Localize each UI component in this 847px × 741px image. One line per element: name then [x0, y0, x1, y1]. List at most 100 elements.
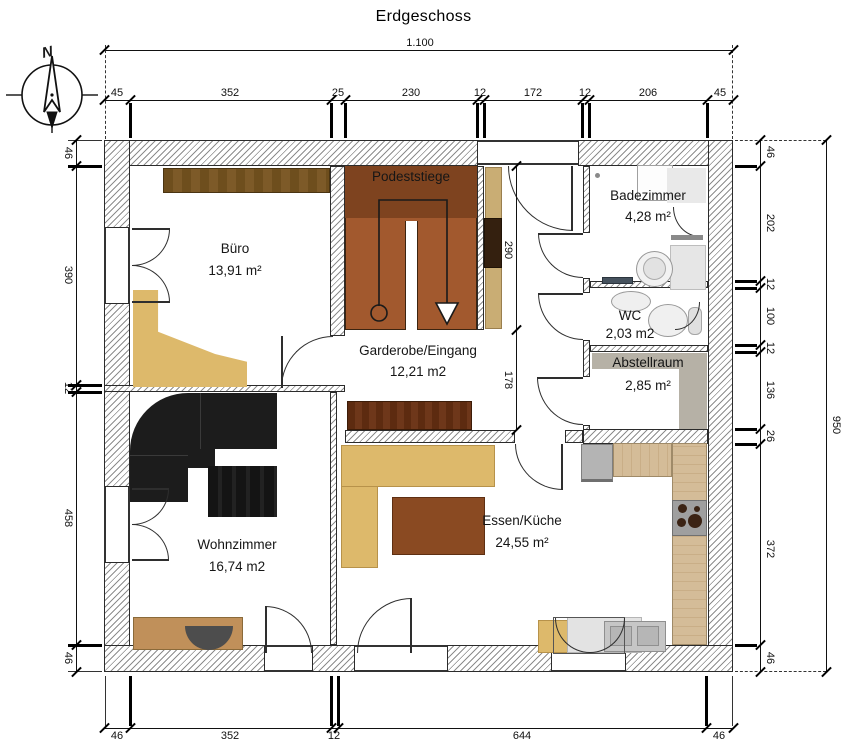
wall — [312, 645, 355, 672]
shower-tray — [667, 168, 706, 203]
extension-line — [105, 676, 106, 726]
stair-direction-arrow — [370, 199, 460, 326]
wall — [583, 340, 590, 377]
dim-label: 45 — [713, 87, 727, 99]
french-door-arc — [132, 489, 169, 525]
terrace-door-arc — [357, 598, 412, 653]
wc-sink — [611, 291, 651, 312]
extension-line — [580, 103, 584, 138]
dim-label: 12 — [764, 277, 776, 291]
wall — [583, 429, 708, 444]
dim-label: 352 — [220, 730, 240, 741]
kitchen-counter-right — [672, 443, 707, 645]
dim-label: 100 — [764, 306, 776, 326]
dining-bench-side — [341, 486, 378, 568]
extension-line — [68, 164, 102, 168]
room-label-abstellraum: Abstellraum 2,85 m² — [596, 355, 700, 393]
fridge — [581, 444, 613, 482]
dim-label: 390 — [62, 265, 74, 285]
office-desk — [133, 290, 247, 387]
extension-line — [735, 140, 826, 141]
dim-line-left-chain — [76, 140, 77, 672]
dim-label: 136 — [764, 380, 776, 400]
stair-well — [405, 221, 418, 330]
wall — [477, 166, 484, 330]
dim-line-right-chain — [760, 140, 761, 672]
french-door-arc — [132, 524, 169, 560]
extension-line — [128, 103, 132, 138]
room-area: 2,85 m² — [625, 378, 671, 393]
dim-label: 178 — [502, 370, 514, 390]
door-leaf — [265, 606, 267, 653]
extension-line — [735, 350, 757, 354]
wall — [330, 392, 337, 645]
door-arc — [538, 293, 583, 340]
room-label-garderobe: Garderobe/Eingang 12,21 m2 — [343, 343, 493, 379]
room-area: 16,74 m2 — [208, 559, 266, 574]
wall — [583, 166, 590, 233]
extension-line — [735, 643, 757, 647]
door-leaf — [537, 377, 583, 379]
sofa-top — [200, 393, 277, 449]
dim-line-top-chain — [104, 100, 733, 101]
wall — [330, 166, 345, 336]
room-area: 13,91 m² — [208, 263, 262, 278]
dim-label: 46 — [110, 730, 124, 741]
extension-line — [475, 103, 479, 138]
room-label-buero: Büro 13,91 m² — [165, 241, 305, 278]
room-name: Abstellraum — [612, 355, 684, 370]
extension-line — [732, 45, 733, 139]
extension-line — [482, 103, 486, 138]
terrace-door-arc — [265, 606, 312, 653]
extension-line — [68, 671, 102, 672]
storage-shelf-top — [592, 353, 707, 369]
dim-label: 458 — [62, 508, 74, 528]
wardrobe-cabinet — [484, 218, 502, 268]
extension-line — [329, 103, 333, 138]
room-name: Podeststiege — [371, 169, 451, 184]
dim-label: 26 — [764, 429, 776, 443]
ceiling-lamp-dot — [595, 173, 600, 178]
dim-label: 46 — [712, 730, 726, 741]
wall — [590, 345, 708, 352]
door-leaf — [281, 336, 283, 388]
stove-burner — [677, 518, 686, 527]
door-leaf — [538, 293, 583, 295]
sink-bowl — [637, 626, 659, 646]
window-frame — [128, 227, 130, 303]
entrance-door-arc — [508, 166, 573, 231]
wall — [578, 140, 733, 166]
wall — [104, 140, 478, 166]
stove-burner — [678, 504, 687, 513]
door-leaf — [132, 301, 170, 303]
page-title: Erdgeschoss — [375, 8, 472, 25]
door-leaf — [132, 559, 169, 561]
dim-label: 25 — [331, 87, 345, 99]
wall — [104, 303, 130, 487]
dim-label: 46 — [62, 146, 74, 160]
door-leaf — [410, 598, 412, 653]
stove-burner — [688, 514, 702, 528]
room-area: 2,03 m2 — [605, 326, 655, 341]
door-leaf — [561, 444, 563, 490]
dim-line-bottom-chain — [104, 728, 733, 729]
extension-line — [68, 390, 102, 394]
sideboard — [347, 401, 472, 430]
dim-line-overall-width — [104, 50, 733, 51]
extension-line — [735, 343, 757, 347]
extension-line — [68, 140, 102, 141]
office-shelf — [163, 168, 330, 193]
bathroom-sink-inner — [643, 257, 666, 280]
dim-label: 352 — [220, 87, 240, 99]
dim-line-overall-height — [826, 140, 827, 672]
wall — [447, 645, 552, 672]
room-area: 4,28 m² — [625, 209, 671, 224]
door-leaf — [132, 228, 170, 230]
extension-line — [329, 676, 333, 726]
dim-label: 45 — [110, 87, 124, 99]
dim-label: 12 — [327, 730, 341, 741]
door-arc — [537, 377, 583, 425]
extension-line — [105, 45, 106, 139]
extension-line — [735, 442, 757, 446]
